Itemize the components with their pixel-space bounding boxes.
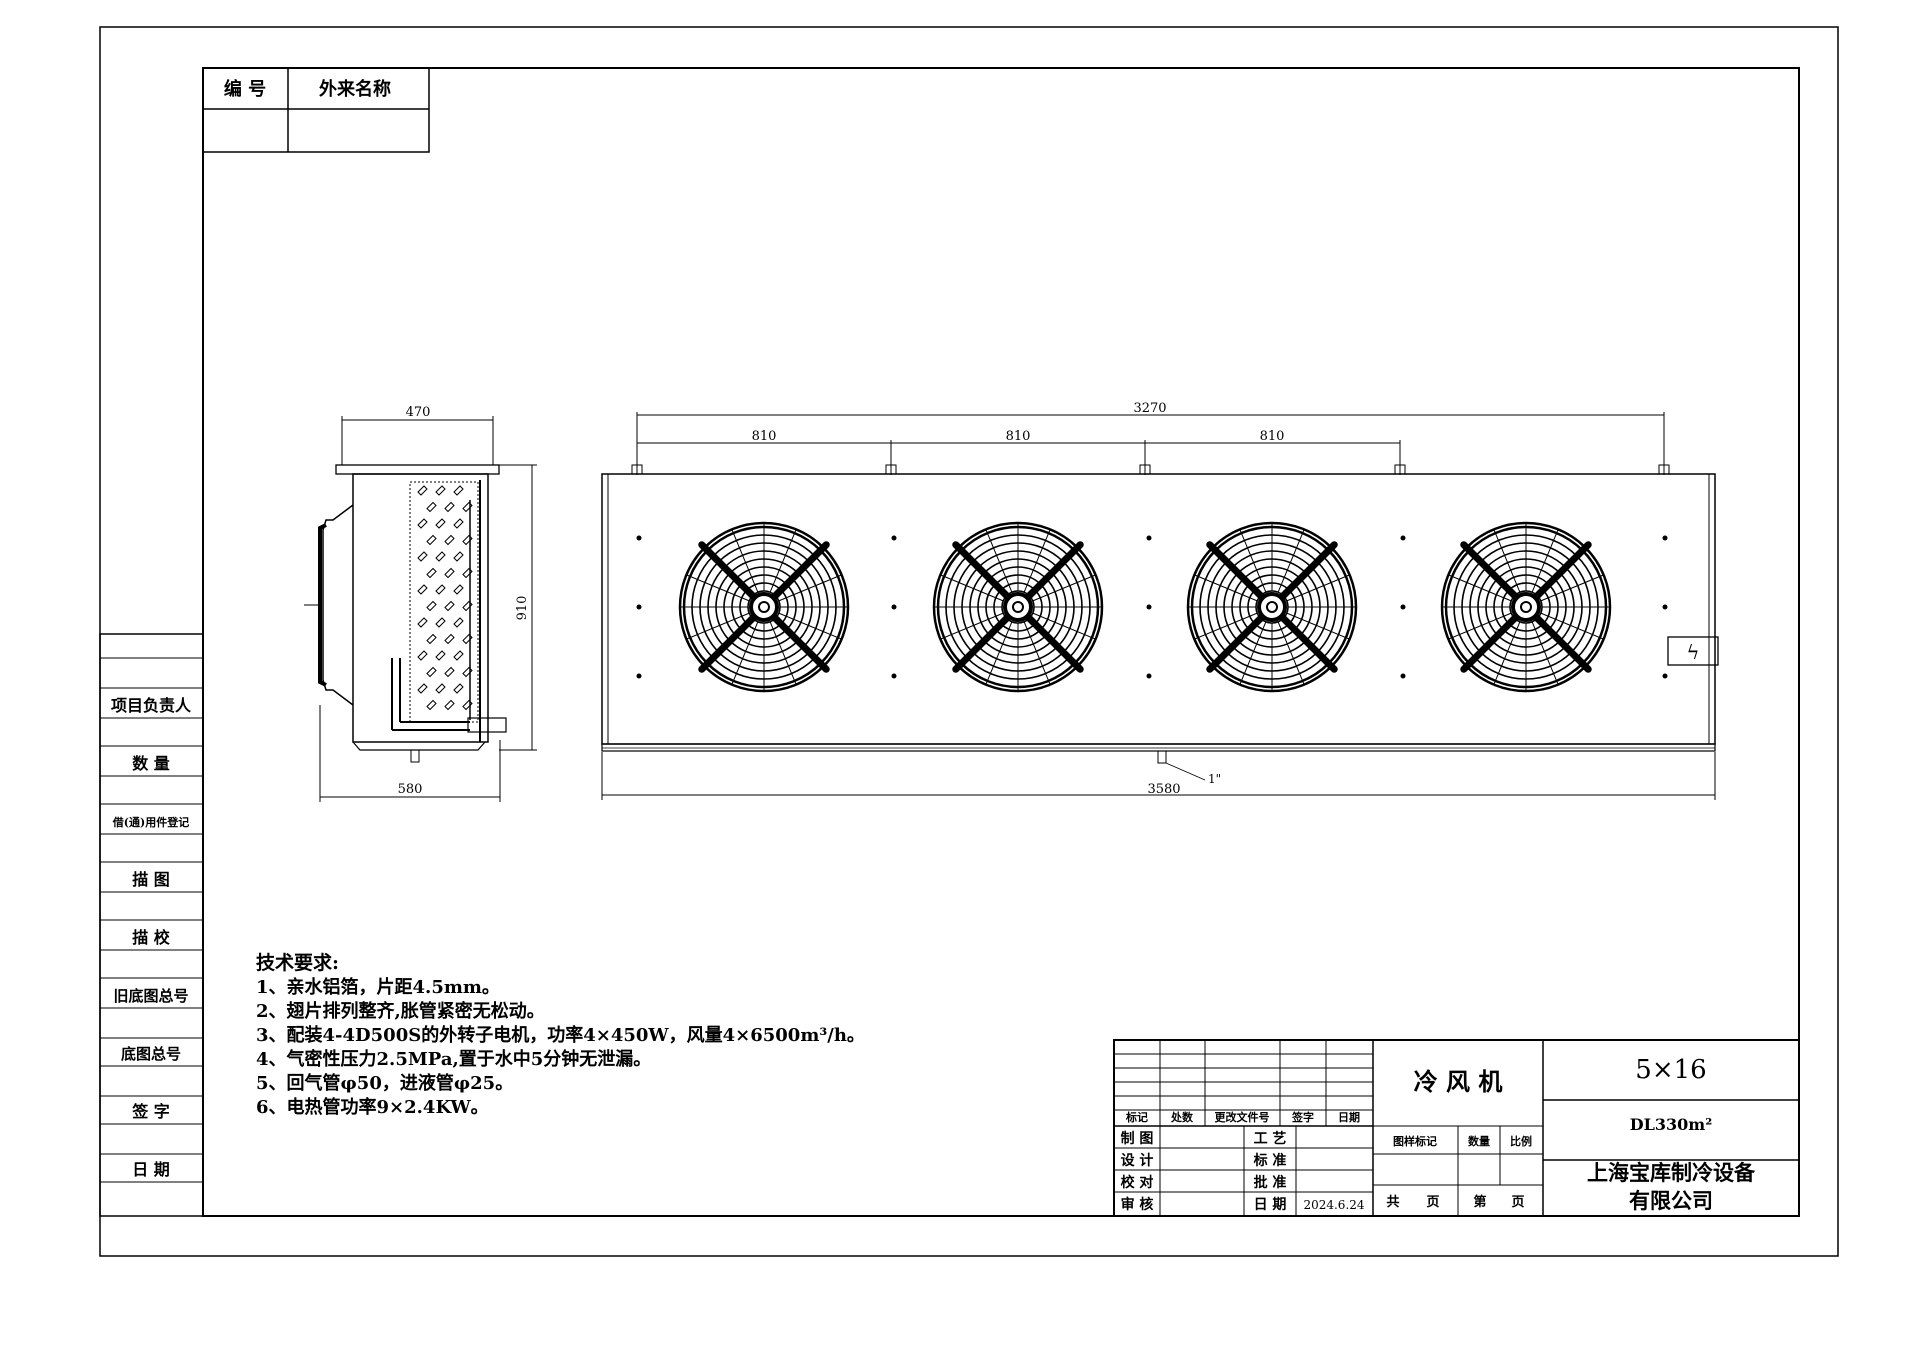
tech-requirement-item: 3、配装4-4D500S的外转子电机，功率4×450W，风量4×6500m³/h… [256,1025,865,1046]
side-label-signature: 签 字 [131,1102,170,1121]
sub-header-quantity: 数量 [1468,1134,1490,1148]
dim-front-total-top: 3270 [1133,401,1166,416]
spec-value: 5×16 [1635,1055,1706,1085]
tb-label-check: 校 对 [1121,1174,1154,1191]
tb-label-date: 日 期 [1254,1197,1287,1213]
side-column: 项目负责人 数 量 借(通)用件登记 描 图 描 校 旧底图总号 底图总号 签 … [99,633,204,1217]
side-label-project-lead: 项目负责人 [111,696,192,715]
side-view: 470 910 580 [304,405,537,802]
tech-requirement-item: 5、回气管φ50，进液管φ25。 [256,1073,514,1094]
dim-side-bottom: 580 [398,782,423,797]
rev-header-mark: 标记 [1125,1110,1148,1124]
tech-requirement-item: 4、气密性压力2.5MPa,置于水中5分钟无泄漏。 [256,1049,652,1070]
electric-box [1667,636,1719,666]
side-label-quantity: 数 量 [132,754,170,773]
fan-guard-icon [932,521,1104,693]
tb-label-standard: 标 准 [1253,1152,1287,1169]
tech-requirement-item: 2、翅片排列整齐,胀管紧密无松动。 [256,1001,545,1022]
front-view: 3270 810 810 810 1" 3580 [601,401,1719,800]
dim-front-seg-2: 810 [1006,429,1031,444]
page-total-unit: 页 [1426,1195,1439,1210]
electric-symbol-icon: ϟ [1686,640,1699,664]
dim-front-total-bottom: 3580 [1147,782,1180,797]
side-label-old-drawing-no: 旧底图总号 [113,987,188,1005]
dim-front-seg-3: 810 [1260,429,1285,444]
mounting-dots [636,535,1668,679]
dim-drain: 1" [1208,772,1221,786]
page-number-label: 第 [1473,1194,1486,1210]
fan-guard-icon [1440,521,1612,693]
page-total-label: 共 [1386,1194,1399,1210]
model-value: DL330m² [1630,1115,1712,1134]
fan-guard-icon [1186,521,1358,693]
top-table-header-name: 外来名称 [319,78,391,100]
rev-header-doc: 更改文件号 [1215,1110,1270,1124]
tb-label-review: 审 核 [1121,1196,1154,1213]
tb-label-process: 工 艺 [1254,1130,1287,1147]
top-table: 编 号 外来名称 [202,67,430,153]
tech-requirement-item: 1、亲水铝箔，片距4.5mm。 [256,977,500,998]
fan-group [678,521,1612,693]
fan-guard-icon [678,521,850,693]
product-name: 冷 风 机 [1414,1067,1503,1096]
coil-fins-icon [417,485,473,711]
sub-header-scale: 比例 [1510,1134,1532,1148]
title-block: 标记 处数 更改文件号 签字 日期 制 图 设 计 校 对 审 核 工 艺 标 … [1113,1039,1800,1217]
side-label-trace-check: 描 校 [132,928,171,947]
company-line-1: 上海宝库制冷设备 [1587,1160,1756,1185]
dim-side-top: 470 [406,405,431,420]
rev-header-count: 处数 [1170,1110,1194,1124]
dim-front-seg-1: 810 [752,429,777,444]
rev-header-date: 日期 [1338,1110,1360,1124]
tb-date-value: 2024.6.24 [1303,1198,1364,1212]
side-label-tracing: 描 图 [132,870,170,889]
tech-requirements-title: 技术要求: [256,952,340,974]
rev-header-sign: 签字 [1291,1110,1314,1124]
tb-label-approve: 批 准 [1254,1174,1287,1191]
company-line-2: 有限公司 [1629,1188,1713,1213]
side-label-borrowed-parts: 借(通)用件登记 [112,815,189,829]
dim-side-height: 910 [515,596,530,621]
top-table-header-number: 编 号 [224,78,266,100]
page-number-unit: 页 [1511,1195,1524,1210]
sub-header-drawing-mark: 图样标记 [1393,1134,1437,1148]
side-label-date: 日 期 [132,1160,170,1179]
tb-label-design: 设 计 [1121,1152,1154,1169]
tb-label-drawn: 制 图 [1121,1130,1154,1147]
side-label-drawing-no: 底图总号 [121,1045,181,1063]
tech-requirement-item: 6、电热管功率9×2.4KW。 [256,1097,489,1118]
tech-requirements-list: 1、亲水铝箔，片距4.5mm。 2、翅片排列整齐,胀管紧密无松动。 3、配装4-4D… [256,976,865,1120]
